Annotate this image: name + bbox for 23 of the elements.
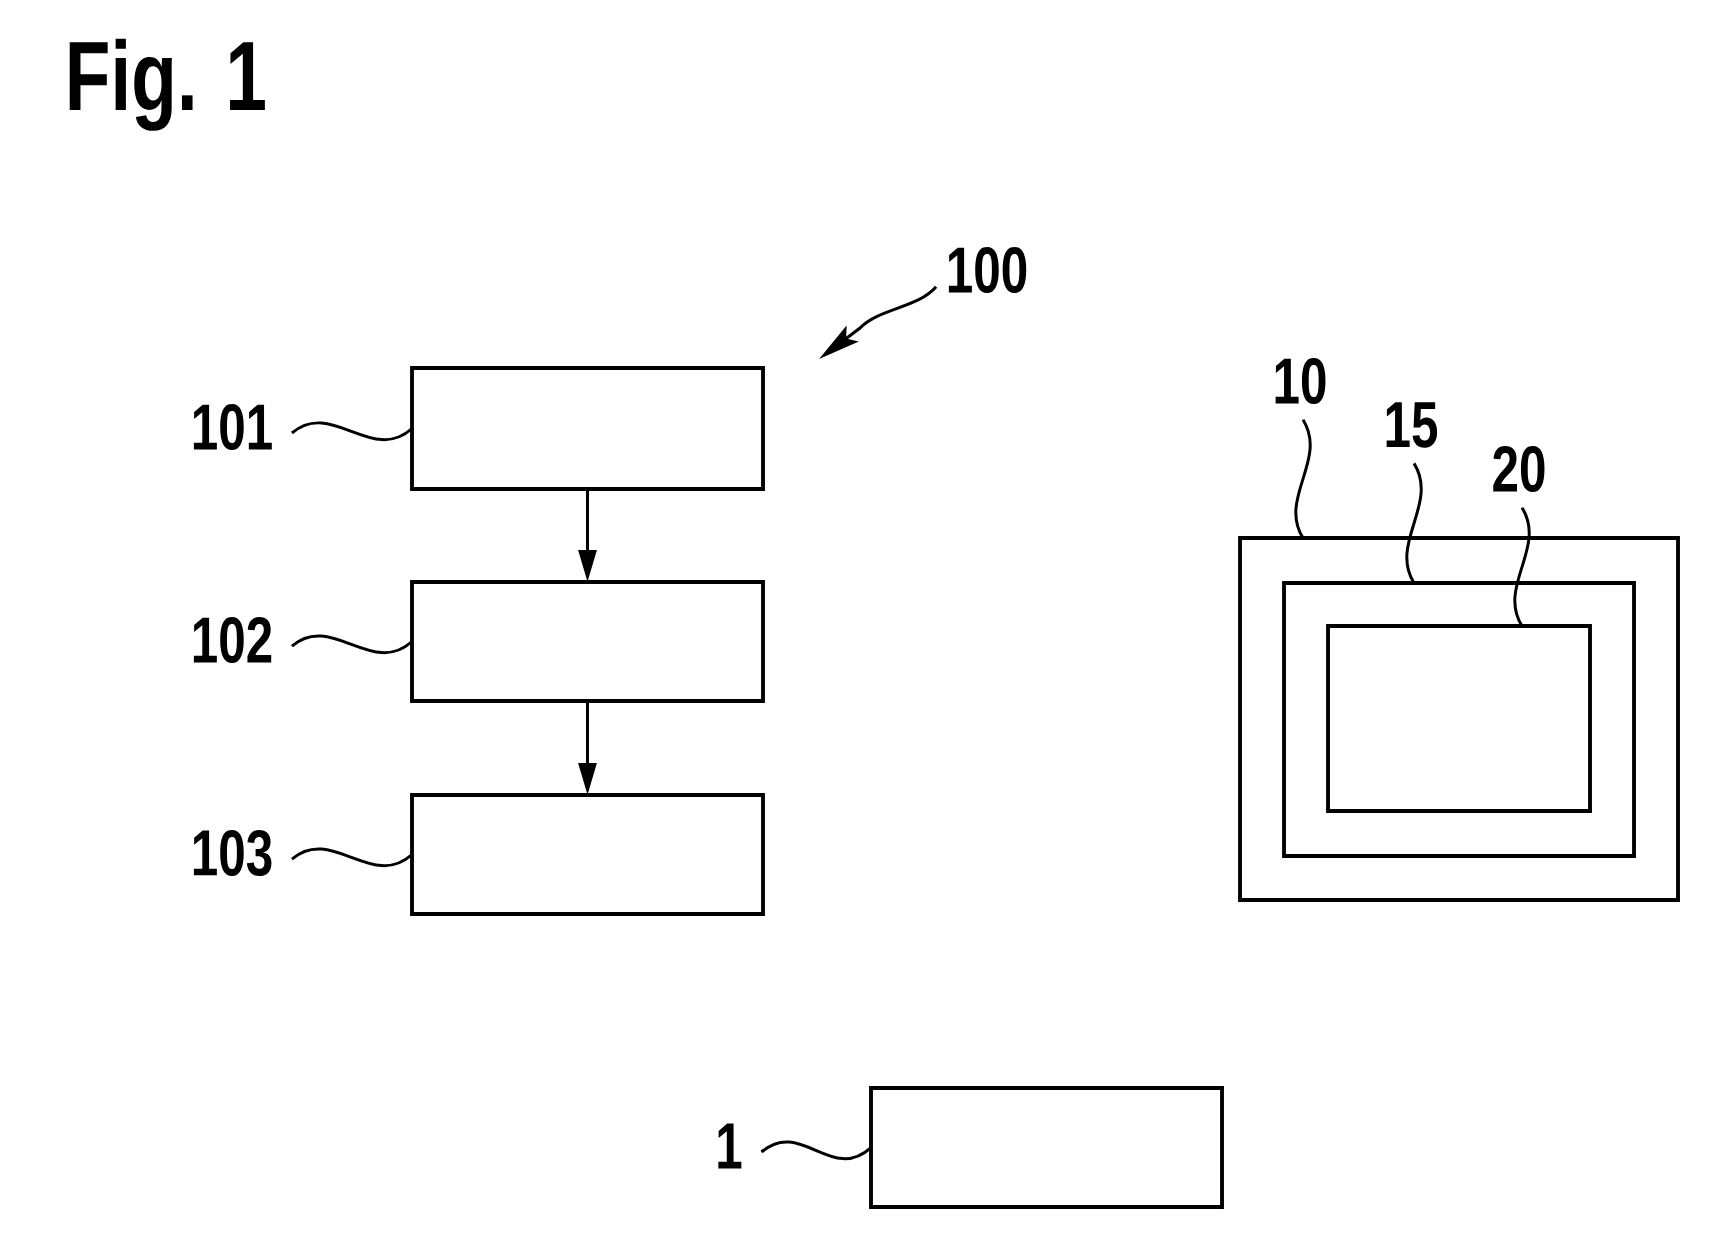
process-box: [410, 366, 765, 491]
process-box: [410, 580, 765, 703]
reference-numeral: 103: [193, 829, 272, 877]
reference-numeral: 102: [193, 616, 272, 664]
component-box: [869, 1086, 1224, 1209]
figure-title: Fig. 1: [69, 38, 265, 131]
leader-line: [291, 421, 413, 442]
reference-numeral: 10: [1275, 357, 1326, 405]
process-box: [410, 793, 765, 916]
reference-numeral: 100: [948, 246, 1027, 294]
leader-line: [291, 847, 413, 868]
leader-line: [1513, 507, 1531, 627]
reference-numeral: 101: [193, 403, 272, 451]
reference-numeral: 20: [1493, 445, 1545, 493]
component-box: [1326, 624, 1592, 813]
component-box: [1282, 581, 1636, 858]
leader-line: [760, 1140, 872, 1160]
leader-line: [1405, 462, 1423, 584]
component-box: [1238, 536, 1680, 902]
reference-numeral: 15: [1386, 402, 1438, 448]
leader-line: [291, 634, 413, 655]
reference-numeral: 1: [718, 1123, 742, 1169]
leader-line: [1294, 419, 1312, 539]
